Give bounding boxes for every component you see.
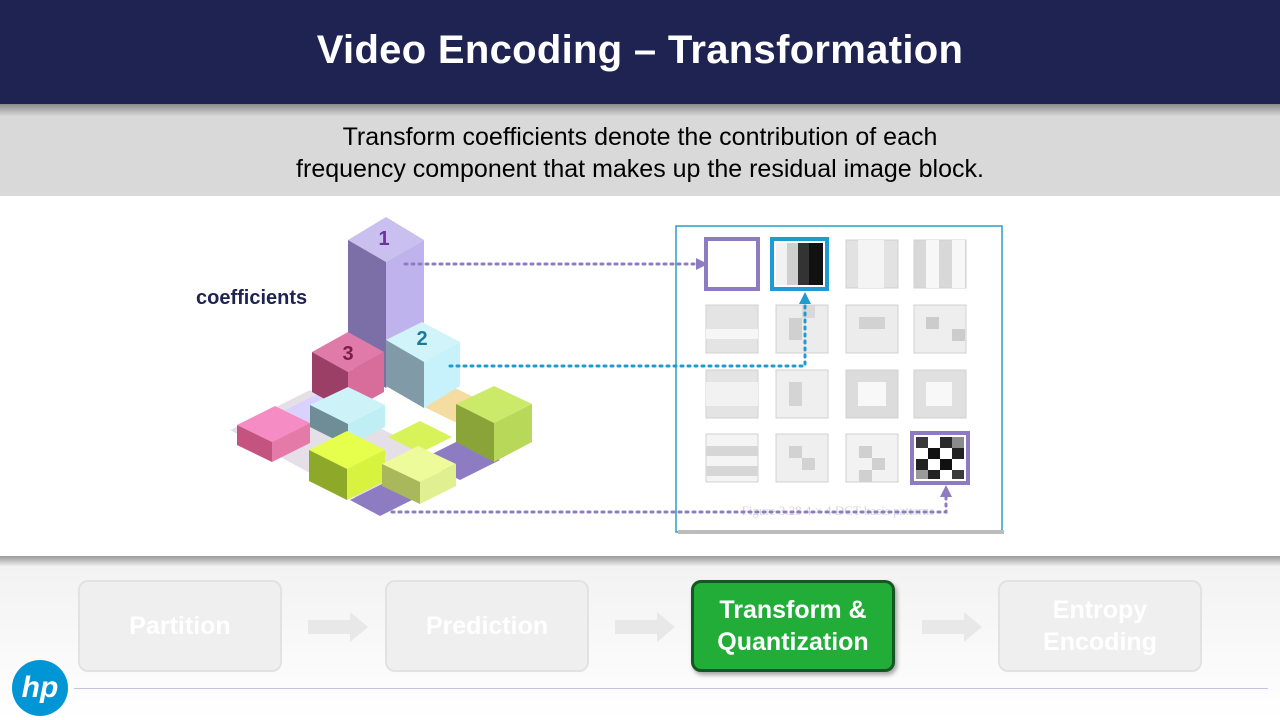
dct-pattern-4-4: [910, 431, 970, 485]
logo-text: hp: [21, 671, 59, 704]
lime-cube-left: [309, 431, 385, 500]
connector-arrows: [390, 258, 952, 514]
dct-pattern-1-4: [913, 239, 967, 289]
dct-pattern-3-1: [705, 369, 759, 419]
step-label: Partition: [129, 612, 231, 640]
pipeline: Partition Prediction Transform & Quantiz…: [0, 566, 1280, 720]
dct-pattern-3-2: [775, 369, 829, 419]
title-bar: Video Encoding – Transformation: [0, 0, 1280, 104]
subtitle-line-1: Transform coefficients denote the contri…: [342, 123, 938, 151]
dct-pattern-1-3: [845, 239, 899, 289]
dct-pattern-4-1: [705, 433, 759, 483]
lime-cube-right: [456, 386, 532, 462]
bar-label-2: 2: [416, 328, 427, 350]
bar-2: [386, 322, 460, 408]
dct-pattern-4-2: [775, 433, 829, 483]
bar-label-1: 1: [378, 228, 389, 250]
slide-title: Video Encoding – Transformation: [316, 28, 964, 72]
dct-pattern-2-3: [845, 304, 899, 354]
arrow-bar2-line: [448, 300, 807, 368]
step-transform-quantization[interactable]: Transform & Quantization: [691, 580, 895, 672]
bottom-divider: [0, 556, 1280, 566]
arrow-right-icon: [922, 612, 982, 642]
step-prediction[interactable]: Prediction: [385, 580, 589, 672]
arrow-right-icon: [615, 612, 675, 642]
step-label: Transform & Quantization: [717, 596, 869, 656]
dct-pattern-1-2: [770, 237, 829, 291]
arrow-high-freq-line: [390, 493, 948, 514]
footer-divider: [74, 688, 1268, 689]
dct-basis-panel: Figure 3.28 4 × 4 DCT basis patterns: [675, 225, 1004, 534]
dct-pattern-2-2: [775, 304, 829, 354]
step-entropy-encoding[interactable]: Entropy Encoding: [998, 580, 1202, 672]
arrow-right-icon: [308, 612, 368, 642]
dct-pattern-4-3: [845, 433, 899, 483]
coefficient-blocks: 1 2 3: [230, 217, 532, 516]
subtitle-line-2: frequency component that makes up the re…: [296, 155, 984, 183]
step-partition[interactable]: Partition: [78, 580, 282, 672]
coefficient-figure: 1 2 3 coefficients: [196, 217, 1004, 534]
subtitle-panel: Transform coefficients denote the contri…: [0, 116, 1280, 196]
dct-panel-shadow: [678, 530, 1004, 534]
dct-pattern-3-4: [913, 369, 967, 419]
dct-pattern-dc: [704, 237, 760, 291]
dct-pattern-2-1: [705, 304, 759, 354]
step-label: Prediction: [425, 612, 549, 640]
hp-logo-icon: hp: [12, 660, 68, 716]
lime-tile: [388, 421, 452, 453]
arrow-high-freq-head: [940, 485, 952, 497]
step-label: Entropy Encoding: [1043, 596, 1157, 656]
pale-lime-cube: [382, 446, 456, 504]
dct-caption: Figure 3.28 4 × 4 DCT basis patterns: [742, 503, 935, 518]
pink-cube: [237, 406, 310, 462]
arrow-dc-head: [696, 258, 708, 270]
coefficients-label: coefficients: [196, 287, 307, 309]
arrow-bar2-head: [799, 292, 811, 304]
dct-pattern-3-3: [845, 369, 899, 419]
title-divider: [0, 104, 1280, 116]
dct-pattern-2-4: [913, 304, 967, 354]
bar-label-3: 3: [342, 343, 353, 365]
